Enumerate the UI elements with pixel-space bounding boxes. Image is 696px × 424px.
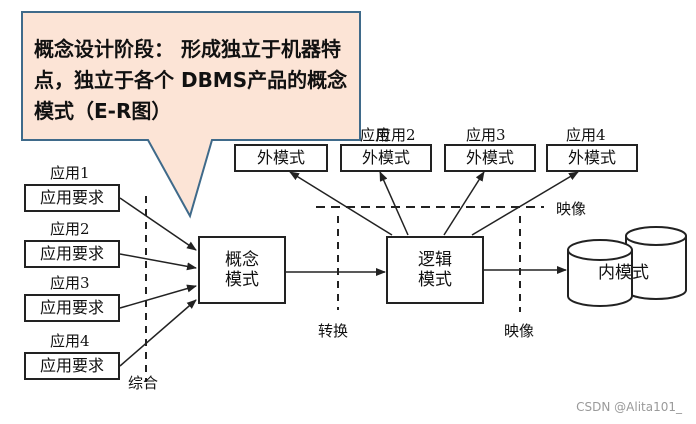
watermark: CSDN @Alita101_ <box>576 400 682 414</box>
integrate-label: 综合 <box>128 374 159 392</box>
arrow-req2-concept <box>119 253 197 271</box>
arrow-logic-ext3 <box>443 171 485 236</box>
concept-model-box: 概念 模式 <box>198 236 286 304</box>
external-schema-box-3: 外模式 <box>444 144 536 172</box>
logic-model-box: 逻辑 模式 <box>386 236 484 304</box>
concept-model-line2: 模式 <box>225 270 259 290</box>
top-app-label-2: 应用2 <box>376 126 416 144</box>
logic-model-line1: 逻辑 <box>418 249 452 270</box>
callout-bubble <box>21 11 361 219</box>
left-app-label-3: 应用3 <box>50 274 90 292</box>
left-app-label-4: 应用4 <box>50 332 90 350</box>
left-app-label-2: 应用2 <box>50 220 90 238</box>
logic-model-line2: 模式 <box>418 270 452 290</box>
mapping-top-label: 映像 <box>556 200 587 218</box>
arrow-logic-ext1 <box>289 171 393 236</box>
callout-text: 概念设计阶段： 形成独立于机器特点，独立于各个 DBMS产品的概念模式（E-R图… <box>34 37 348 123</box>
left-requirement-box-4: 应用要求 <box>24 352 120 380</box>
database-icon <box>567 226 687 307</box>
left-requirement-box-2: 应用要求 <box>24 240 120 268</box>
arrow-req1-concept <box>119 197 197 251</box>
convert-label: 转换 <box>318 322 349 340</box>
arrow-logic-ext2 <box>379 171 409 236</box>
left-requirement-box-3: 应用要求 <box>24 294 120 322</box>
left-app-label-1: 应用1 <box>50 164 90 182</box>
arrow-req3-concept <box>119 284 197 309</box>
arrow-req4-concept <box>119 299 197 367</box>
top-app-label-3: 应用3 <box>466 126 506 144</box>
concept-model-line1: 概念 <box>225 249 259 270</box>
external-schema-box-4: 外模式 <box>546 144 638 172</box>
arrow-logic-ext4 <box>471 171 579 236</box>
top-app-label-1-partial: 应用 <box>360 126 391 144</box>
left-requirement-box-1: 应用要求 <box>24 184 120 212</box>
mapping-bottom-label: 映像 <box>504 322 535 340</box>
internal-model-label: 内模式 <box>598 263 649 283</box>
top-app-label-4: 应用4 <box>566 126 606 144</box>
external-schema-box-2: 外模式 <box>340 144 432 172</box>
external-schema-box-1: 外模式 <box>234 144 328 172</box>
